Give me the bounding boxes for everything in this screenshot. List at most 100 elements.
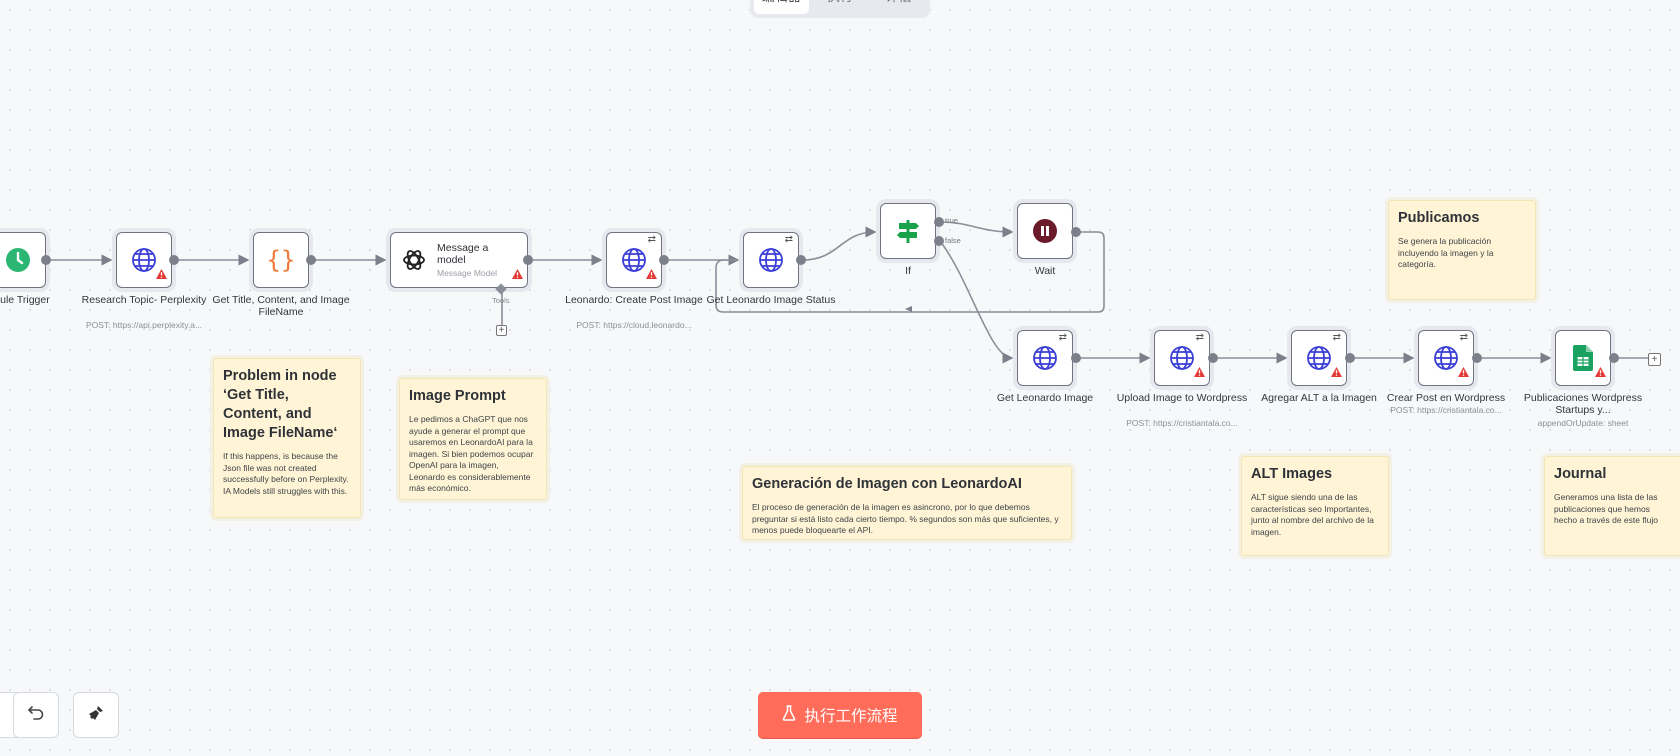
sheets-node[interactable]	[1555, 330, 1611, 386]
undo-button[interactable]	[13, 692, 59, 738]
node-label: If	[905, 265, 911, 277]
flask-icon	[782, 704, 796, 726]
message-model-node[interactable]: Message a model Message Model	[390, 232, 528, 288]
agregar-alt-node[interactable]: ⇄	[1291, 330, 1347, 386]
output-handle[interactable]	[1345, 353, 1355, 363]
run-workflow-button[interactable]: 执行工作流程	[758, 692, 922, 738]
add-node-button[interactable]: +	[1648, 353, 1661, 366]
note-body: Generamos una lista de las publicaciones…	[1554, 492, 1658, 525]
tools-label: Tools	[492, 296, 510, 305]
globe-icon	[620, 246, 648, 274]
output-handle[interactable]	[523, 255, 533, 265]
tab-executions[interactable]: 执行	[813, 0, 868, 14]
node-label: Get Title, Content, and Image FileName	[212, 294, 350, 318]
sync-icon: ⇄	[1332, 332, 1341, 343]
openai-icon	[401, 247, 427, 273]
undo-icon	[27, 704, 45, 727]
output-handle[interactable]	[1071, 353, 1081, 363]
warning-icon	[156, 266, 167, 284]
output-handle[interactable]	[1208, 353, 1218, 363]
schedule-trigger-node[interactable]	[0, 232, 46, 288]
note-title: Generación de Imagen con LeonardoAI	[752, 476, 1022, 492]
clear-execution-button[interactable]	[73, 692, 119, 738]
node-label: Wait	[1034, 265, 1056, 277]
if-node[interactable]	[880, 203, 936, 259]
node-subtitle: POST: https://cristiantala.co...	[1126, 418, 1238, 428]
node-label: Research Topic- Perplexity	[81, 294, 207, 306]
output-handle[interactable]	[169, 255, 179, 265]
node-title: Message a model	[437, 242, 489, 266]
sticky-note-image-prompt[interactable]: Image Prompt Le pedimos a ChaGPT que nos…	[399, 378, 547, 500]
run-workflow-label: 执行工作流程	[804, 708, 898, 725]
true-branch-label: true	[945, 216, 958, 225]
sticky-note-problem[interactable]: Problem in node ‘Get Title, Content, and…	[213, 358, 361, 518]
globe-icon	[1168, 344, 1196, 372]
edge	[939, 221, 1014, 238]
output-handle[interactable]	[1609, 353, 1619, 363]
get-status-node[interactable]: ⇄	[743, 232, 799, 288]
note-body: Se genera la publicación incluyendo la i…	[1398, 236, 1494, 269]
node-label: Crear Post en Wordpress	[1386, 392, 1506, 404]
wait-node[interactable]	[1017, 203, 1073, 259]
node-subtitle: Message Model	[437, 268, 498, 278]
warning-icon	[512, 266, 523, 284]
node-label: dule Trigger	[0, 294, 50, 306]
output-handle[interactable]	[659, 255, 669, 265]
upload-image-node[interactable]: ⇄	[1154, 330, 1210, 386]
false-output-handle[interactable]	[934, 236, 944, 246]
globe-icon	[757, 246, 785, 274]
tab-evaluations[interactable]: 评估	[871, 0, 926, 14]
note-body: ALT sigue siendo una de las característi…	[1251, 492, 1374, 537]
edge	[715, 231, 1105, 313]
sync-icon: ⇄	[784, 234, 793, 245]
warning-icon	[1331, 364, 1342, 382]
sync-icon: ⇄	[647, 234, 656, 245]
note-body: Le pedimos a ChaGPT que nos ayude a gene…	[409, 414, 534, 493]
view-tabs: 编辑器 执行 评估	[750, 0, 930, 18]
google-sheets-icon	[1573, 345, 1593, 371]
output-handle[interactable]	[41, 255, 51, 265]
node-label: Agregar ALT a la Imagen	[1261, 392, 1377, 404]
clock-icon	[5, 247, 31, 273]
warning-icon	[1458, 364, 1469, 382]
warning-icon	[1194, 364, 1205, 382]
get-title-node[interactable]: {}	[253, 232, 309, 288]
sticky-note-alt-images[interactable]: ALT Images ALT sigue siendo una de las c…	[1241, 456, 1389, 556]
node-subtitle: POST: https://cristiantala.co...	[1390, 405, 1502, 415]
globe-icon	[1305, 344, 1333, 372]
note-title: Publicamos	[1398, 210, 1480, 226]
pause-icon	[1032, 218, 1058, 244]
sticky-note-generacion[interactable]: Generación de Imagen con LeonardoAI El p…	[742, 466, 1072, 540]
sync-icon: ⇄	[1459, 332, 1468, 343]
node-label: Publicaciones Wordpress Startups y...	[1523, 392, 1643, 416]
output-handle[interactable]	[1472, 353, 1482, 363]
globe-icon	[1031, 344, 1059, 372]
output-handle[interactable]	[306, 255, 316, 265]
crear-post-node[interactable]: ⇄	[1418, 330, 1474, 386]
add-tool-button[interactable]: +	[496, 325, 507, 336]
node-subtitle: POST: https://cloud.leonardo...	[576, 320, 692, 330]
sticky-note-publicamos[interactable]: Publicamos Se genera la publicación incl…	[1388, 200, 1536, 300]
node-label: Get Leonardo Image	[996, 392, 1094, 404]
node-label: Upload Image to Wordpress	[1116, 392, 1248, 404]
code-braces-icon: {}	[266, 246, 296, 274]
get-image-node[interactable]: ⇄	[1017, 330, 1073, 386]
research-topic-node[interactable]	[116, 232, 172, 288]
edge	[939, 240, 1014, 364]
node-label: Get Leonardo Image Status	[706, 294, 836, 306]
tab-editor[interactable]: 编辑器	[754, 0, 809, 14]
edge	[905, 306, 912, 312]
sync-icon: ⇄	[1058, 332, 1067, 343]
note-title: ALT Images	[1251, 466, 1333, 482]
output-handle[interactable]	[796, 255, 806, 265]
true-output-handle[interactable]	[934, 217, 944, 227]
globe-icon	[1432, 344, 1460, 372]
note-title: Problem in node ‘Get Title, Content, and…	[223, 368, 338, 441]
node-subtitle: appendOrUpdate: sheet	[1537, 418, 1629, 428]
output-handle[interactable]	[1071, 227, 1081, 237]
leonardo-create-node[interactable]: ⇄	[606, 232, 662, 288]
sticky-note-journal[interactable]: Journal Generamos una lista de las publi…	[1544, 456, 1680, 556]
warning-icon	[646, 266, 657, 284]
node-subtitle: POST: https://api.perplexity.a...	[85, 320, 203, 330]
